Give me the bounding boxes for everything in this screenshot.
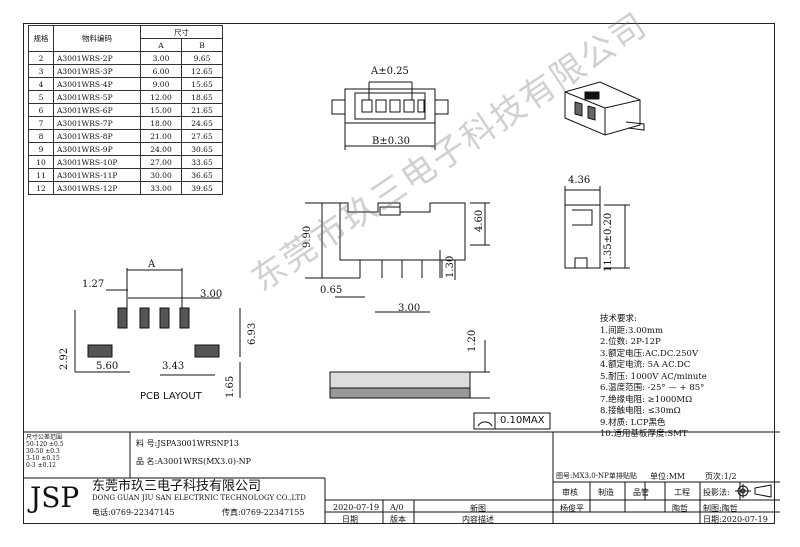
desc-label: 内容描述 bbox=[462, 515, 494, 524]
cell-part: A3001WRS-12P bbox=[53, 181, 141, 195]
quality-label: 品管 bbox=[633, 488, 649, 497]
dim-front-4-60: 4.60 bbox=[474, 209, 485, 232]
rev-version: A/0 bbox=[390, 503, 404, 512]
header-part: 物料编码 bbox=[53, 25, 141, 52]
product-label: 品 名: bbox=[136, 457, 158, 466]
projection-label: 投影法: bbox=[703, 488, 730, 497]
product-name: 品 名:A3001WRS(MX3.0)-NP bbox=[136, 456, 251, 467]
dim-pcb-6-93: 6.93 bbox=[247, 322, 258, 345]
phone: 电话:0769-22347145 bbox=[92, 508, 175, 517]
draw-date: 日期:2020-07-19 bbox=[703, 515, 768, 524]
tolerance-title: 尺寸公差范围 bbox=[26, 434, 63, 441]
note-item: 6.温度范围: -25° — + 85° bbox=[600, 383, 705, 393]
note-item: 9.材质: LCP黑色 bbox=[600, 417, 666, 428]
section-view bbox=[329, 340, 551, 430]
note-item: 10.适用基板厚度:SMT bbox=[600, 429, 688, 439]
cell-a: 33.00 bbox=[140, 181, 182, 195]
tolerance-item: 3-10 ±0.15 bbox=[26, 455, 60, 462]
note-item: 2.位数: 2P-12P bbox=[600, 337, 661, 347]
unit: 单位:MM bbox=[650, 472, 686, 481]
dim-pcb-1-65: 1.65 bbox=[225, 375, 236, 398]
engineering-label: 工程 bbox=[674, 488, 690, 497]
reviewer-name: 杨俊平 bbox=[560, 504, 584, 513]
note-item: 1.间距:3.00mm bbox=[600, 325, 664, 336]
dim-pcb-5-60: 5.60 bbox=[96, 361, 119, 372]
dim-pcb-1-27: 1.27 bbox=[82, 279, 105, 290]
tolerance-item: 50-120 ±0.5 bbox=[26, 441, 64, 448]
page-number: 页次:1/2 bbox=[705, 472, 737, 481]
company-name-en: DONG GUAN JIU SAN ELECTRNIC TECHNOLOGY C… bbox=[92, 494, 306, 502]
rev-date: 2020-07-19 bbox=[333, 503, 380, 512]
dim-a-tol: A±0.25 bbox=[371, 66, 409, 77]
date-label: 日期 bbox=[342, 515, 358, 524]
drawing-no: 图号:MX3.0-NP单排贴贴 bbox=[556, 472, 637, 480]
projection-symbol-icon bbox=[735, 484, 772, 498]
dim-pcb-2-92: 2.92 bbox=[59, 347, 70, 370]
dim-pcb-3-00: 3.00 bbox=[200, 289, 223, 300]
make-label: 制造 bbox=[598, 488, 614, 497]
pcb-layout-label: PCB LAYOUT bbox=[140, 391, 202, 402]
fax: 传真:0769-22347155 bbox=[222, 508, 305, 517]
company-name-cn: 东莞市玖三电子科技有限公司 bbox=[92, 479, 262, 494]
tolerance-item: 30-50 ±0.3 bbox=[26, 448, 60, 455]
engineer-name: 陶哲 bbox=[672, 504, 688, 513]
rev-desc: 新图 bbox=[470, 504, 486, 513]
jsp-logo: JSP bbox=[30, 481, 80, 514]
drawer: 制图:陶哲 bbox=[703, 504, 738, 513]
part-no-value: JSPA3001WRSNP13 bbox=[157, 439, 240, 448]
pcb-layout bbox=[74, 268, 241, 398]
dim-side-width: 4.36 bbox=[568, 175, 591, 186]
side-view bbox=[564, 186, 630, 269]
cell-b: 39.65 bbox=[181, 181, 223, 195]
title-block-lines bbox=[23, 431, 780, 524]
note-item: 7.绝缘电阻: ≥1000MΩ bbox=[600, 394, 693, 405]
note-item: 8.接触电阻: ≤30mΩ bbox=[600, 406, 681, 416]
part-no: 料 号:JSPA3001WRSNP13 bbox=[136, 438, 239, 449]
drawing-frame bbox=[23, 23, 775, 524]
dim-side-height: 11.35±0.20 bbox=[603, 212, 614, 272]
dim-front-3-00: 3.00 bbox=[398, 303, 421, 314]
dim-front-0-65: 0.65 bbox=[320, 285, 343, 296]
iso-view bbox=[564, 81, 645, 136]
notes-title: 技术要求: bbox=[600, 314, 637, 324]
part-no-label: 料 号: bbox=[136, 439, 158, 448]
tolerance-item: 0-3 ±0.12 bbox=[26, 462, 56, 469]
note-item: 3.额定电压:AC.DC.250V bbox=[600, 348, 699, 359]
note-item: 5.耐压: 1000V AC/minute bbox=[600, 371, 707, 382]
dim-b-tol: B±0.30 bbox=[372, 136, 410, 147]
version-label: 版本 bbox=[390, 515, 406, 524]
note-item: 4.额定电流: 5A AC.DC bbox=[600, 360, 691, 370]
cell-b: 33.65 bbox=[181, 155, 223, 169]
dim-front-1-30: 1.30 bbox=[445, 255, 456, 278]
review-label: 审核 bbox=[562, 488, 578, 497]
top-view bbox=[331, 81, 449, 150]
product-value: A3001WRS(MX3.0)-NP bbox=[157, 457, 252, 466]
dim-pcb-3-43: 3.43 bbox=[162, 361, 185, 372]
dim-pcb-a: A bbox=[148, 259, 156, 270]
front-view bbox=[305, 202, 490, 313]
dim-bottom-1-20: 1.20 bbox=[467, 329, 478, 352]
flatness-value: 0.10MAX bbox=[500, 415, 545, 426]
